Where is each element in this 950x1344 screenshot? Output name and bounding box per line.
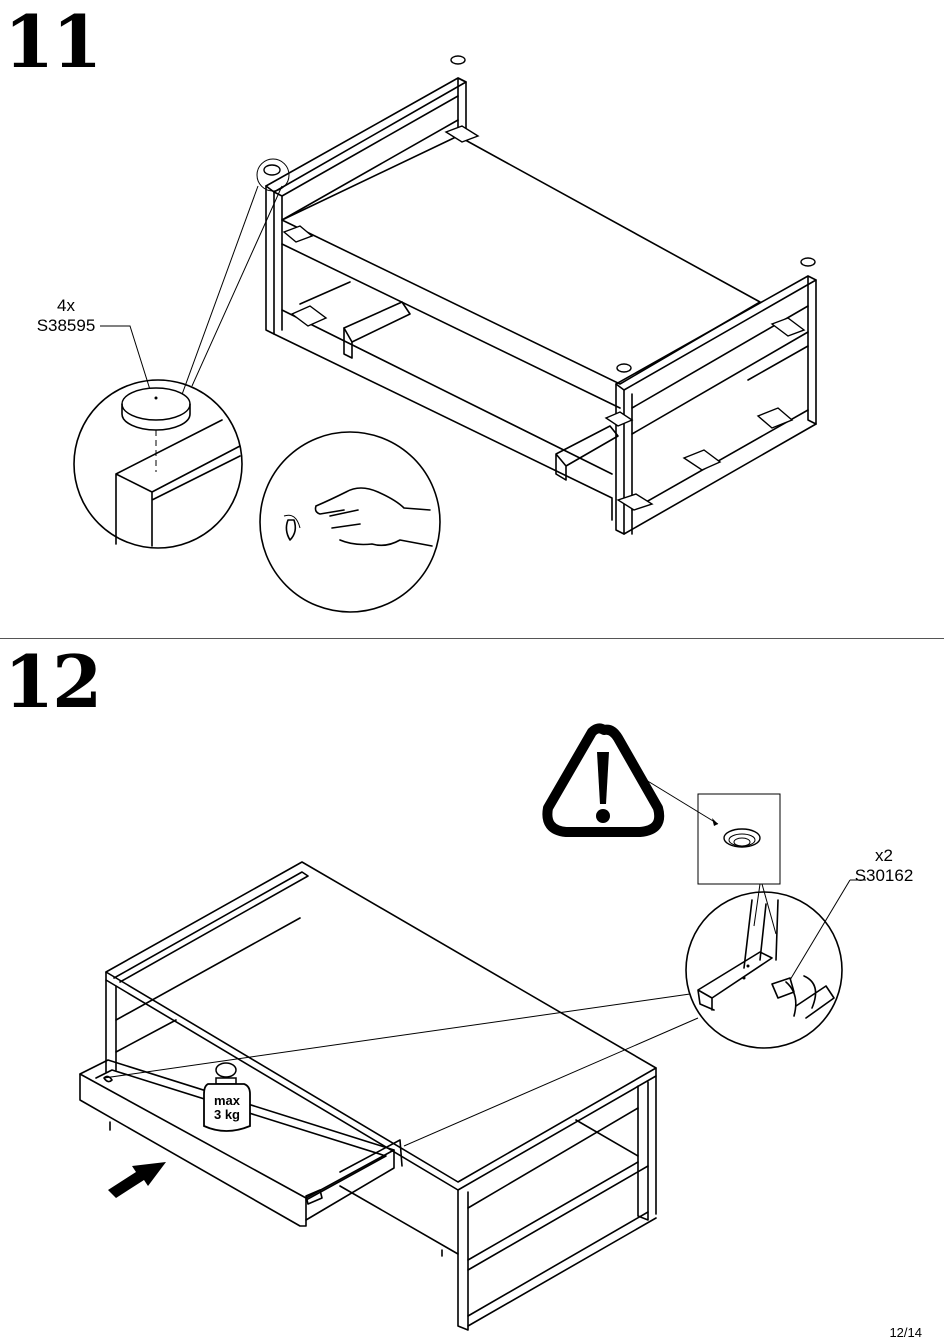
warning-leader-line — [646, 780, 718, 824]
screw-hole-detail-box — [698, 794, 780, 934]
zoom-line — [104, 994, 690, 1078]
push-direction-arrow-icon — [108, 1162, 166, 1198]
zoom-line — [192, 186, 282, 386]
zoom-line — [180, 186, 258, 400]
cap-detail-circle — [74, 380, 242, 548]
table-top-panel — [274, 136, 760, 520]
step-12-part-code: S30162 — [848, 866, 920, 886]
glide-cap — [801, 258, 815, 266]
glide-cap — [264, 165, 280, 175]
glide-cap — [617, 364, 631, 372]
weight-limit-line1: max — [204, 1094, 250, 1108]
page-number: 12/14 — [889, 1325, 922, 1340]
hand-press-detail-circle — [260, 432, 440, 612]
step-12-part-label: x2 S30162 — [848, 846, 920, 886]
weight-limit-label: max 3 kg — [204, 1094, 250, 1122]
coffee-table — [80, 862, 656, 1330]
right-frame — [616, 276, 816, 534]
zoom-line — [404, 1018, 698, 1146]
warning-icon — [547, 728, 659, 832]
step-11-illustration — [0, 0, 950, 640]
step-12-part-quantity: x2 — [848, 846, 920, 866]
weight-limit-line2: 3 kg — [204, 1108, 250, 1122]
screw-detail-circle — [686, 880, 850, 1048]
step-12-number: 12 — [4, 646, 100, 718]
glide-cap — [451, 56, 465, 64]
